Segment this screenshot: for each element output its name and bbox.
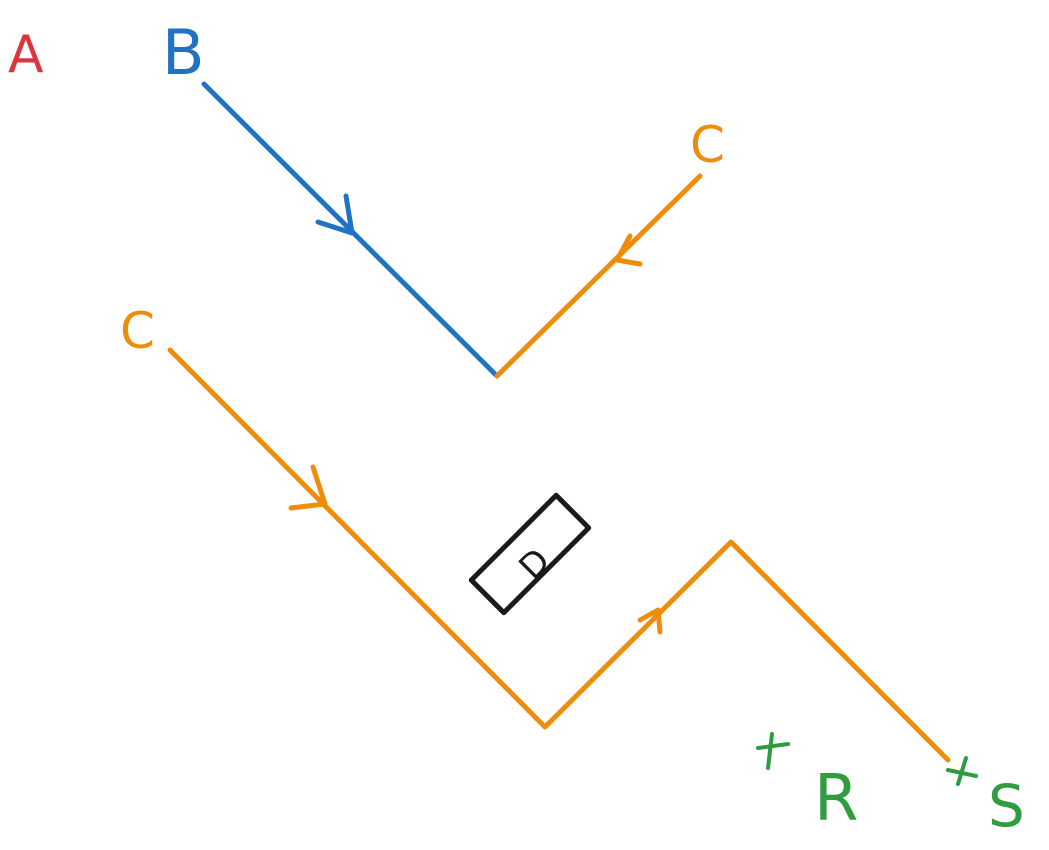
label-r: R <box>814 762 858 836</box>
label-c-left: C <box>120 302 155 360</box>
point-marker-s <box>946 756 978 786</box>
reflected-ray-c-top <box>494 173 703 379</box>
label-a: A <box>8 25 44 85</box>
point-marker-r <box>756 732 790 770</box>
incident-ray-arrow <box>315 193 355 236</box>
reflected-ray-path <box>167 347 951 763</box>
label-s: S <box>988 772 1025 840</box>
label-b: B <box>162 16 205 89</box>
label-d: D <box>511 541 558 588</box>
mirror-d <box>468 492 592 616</box>
reflected-ray-arrow-top <box>614 233 643 267</box>
reflected-ray-arrow-down <box>288 464 328 511</box>
label-c-top: C <box>690 116 725 174</box>
mirror-outline <box>468 492 592 616</box>
reflected-ray-arrow-up <box>637 607 663 635</box>
